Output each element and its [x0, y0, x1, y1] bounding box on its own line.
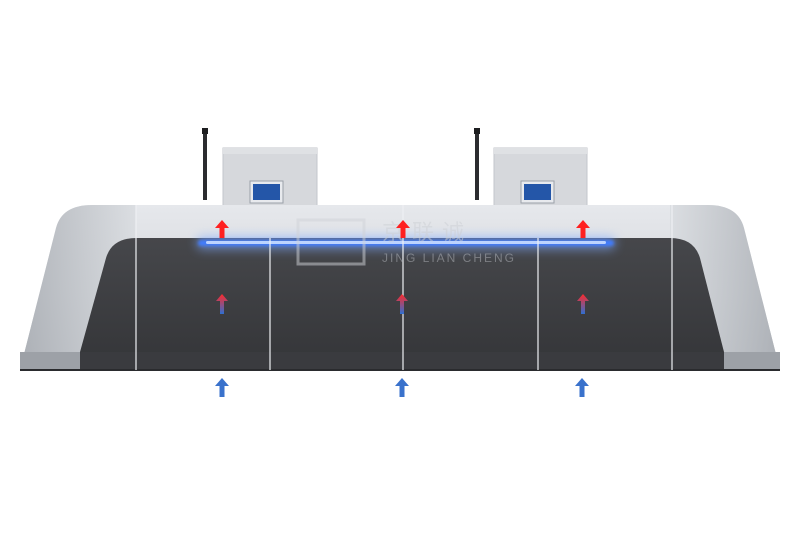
monitor-icon — [249, 180, 284, 204]
left-side-panel — [20, 205, 136, 370]
arrow-up-icon — [576, 220, 590, 238]
console-shell — [20, 205, 780, 371]
arrow-up-icon — [396, 220, 410, 238]
cool-air-intake-arrows — [215, 378, 589, 397]
arrow-up-icon — [577, 294, 589, 314]
right-monitor — [474, 128, 588, 207]
mixed-air-arrows — [216, 294, 589, 314]
arrow-up-icon — [216, 294, 228, 314]
watermark-pinyin-text: JING LIAN CHENG — [382, 251, 516, 265]
antenna-icon — [202, 128, 208, 200]
arrow-up-icon — [215, 378, 229, 397]
watermark-emblem — [296, 218, 366, 266]
watermark-logo-text: 京联诚 — [382, 220, 472, 245]
left-monitor — [202, 128, 318, 207]
arrow-up-icon — [395, 378, 409, 397]
arrow-up-icon — [215, 220, 229, 238]
led-light-strip — [196, 236, 616, 250]
console-base — [20, 352, 780, 370]
warm-air-exhaust-arrows — [215, 220, 590, 238]
watermark-logo: 京联诚 JING LIAN CHENG — [296, 218, 516, 266]
monitor-icon — [520, 180, 555, 204]
arrow-up-icon — [396, 294, 408, 314]
arrow-up-icon — [575, 378, 589, 397]
antenna-icon — [474, 128, 480, 200]
right-side-panel — [670, 205, 780, 370]
